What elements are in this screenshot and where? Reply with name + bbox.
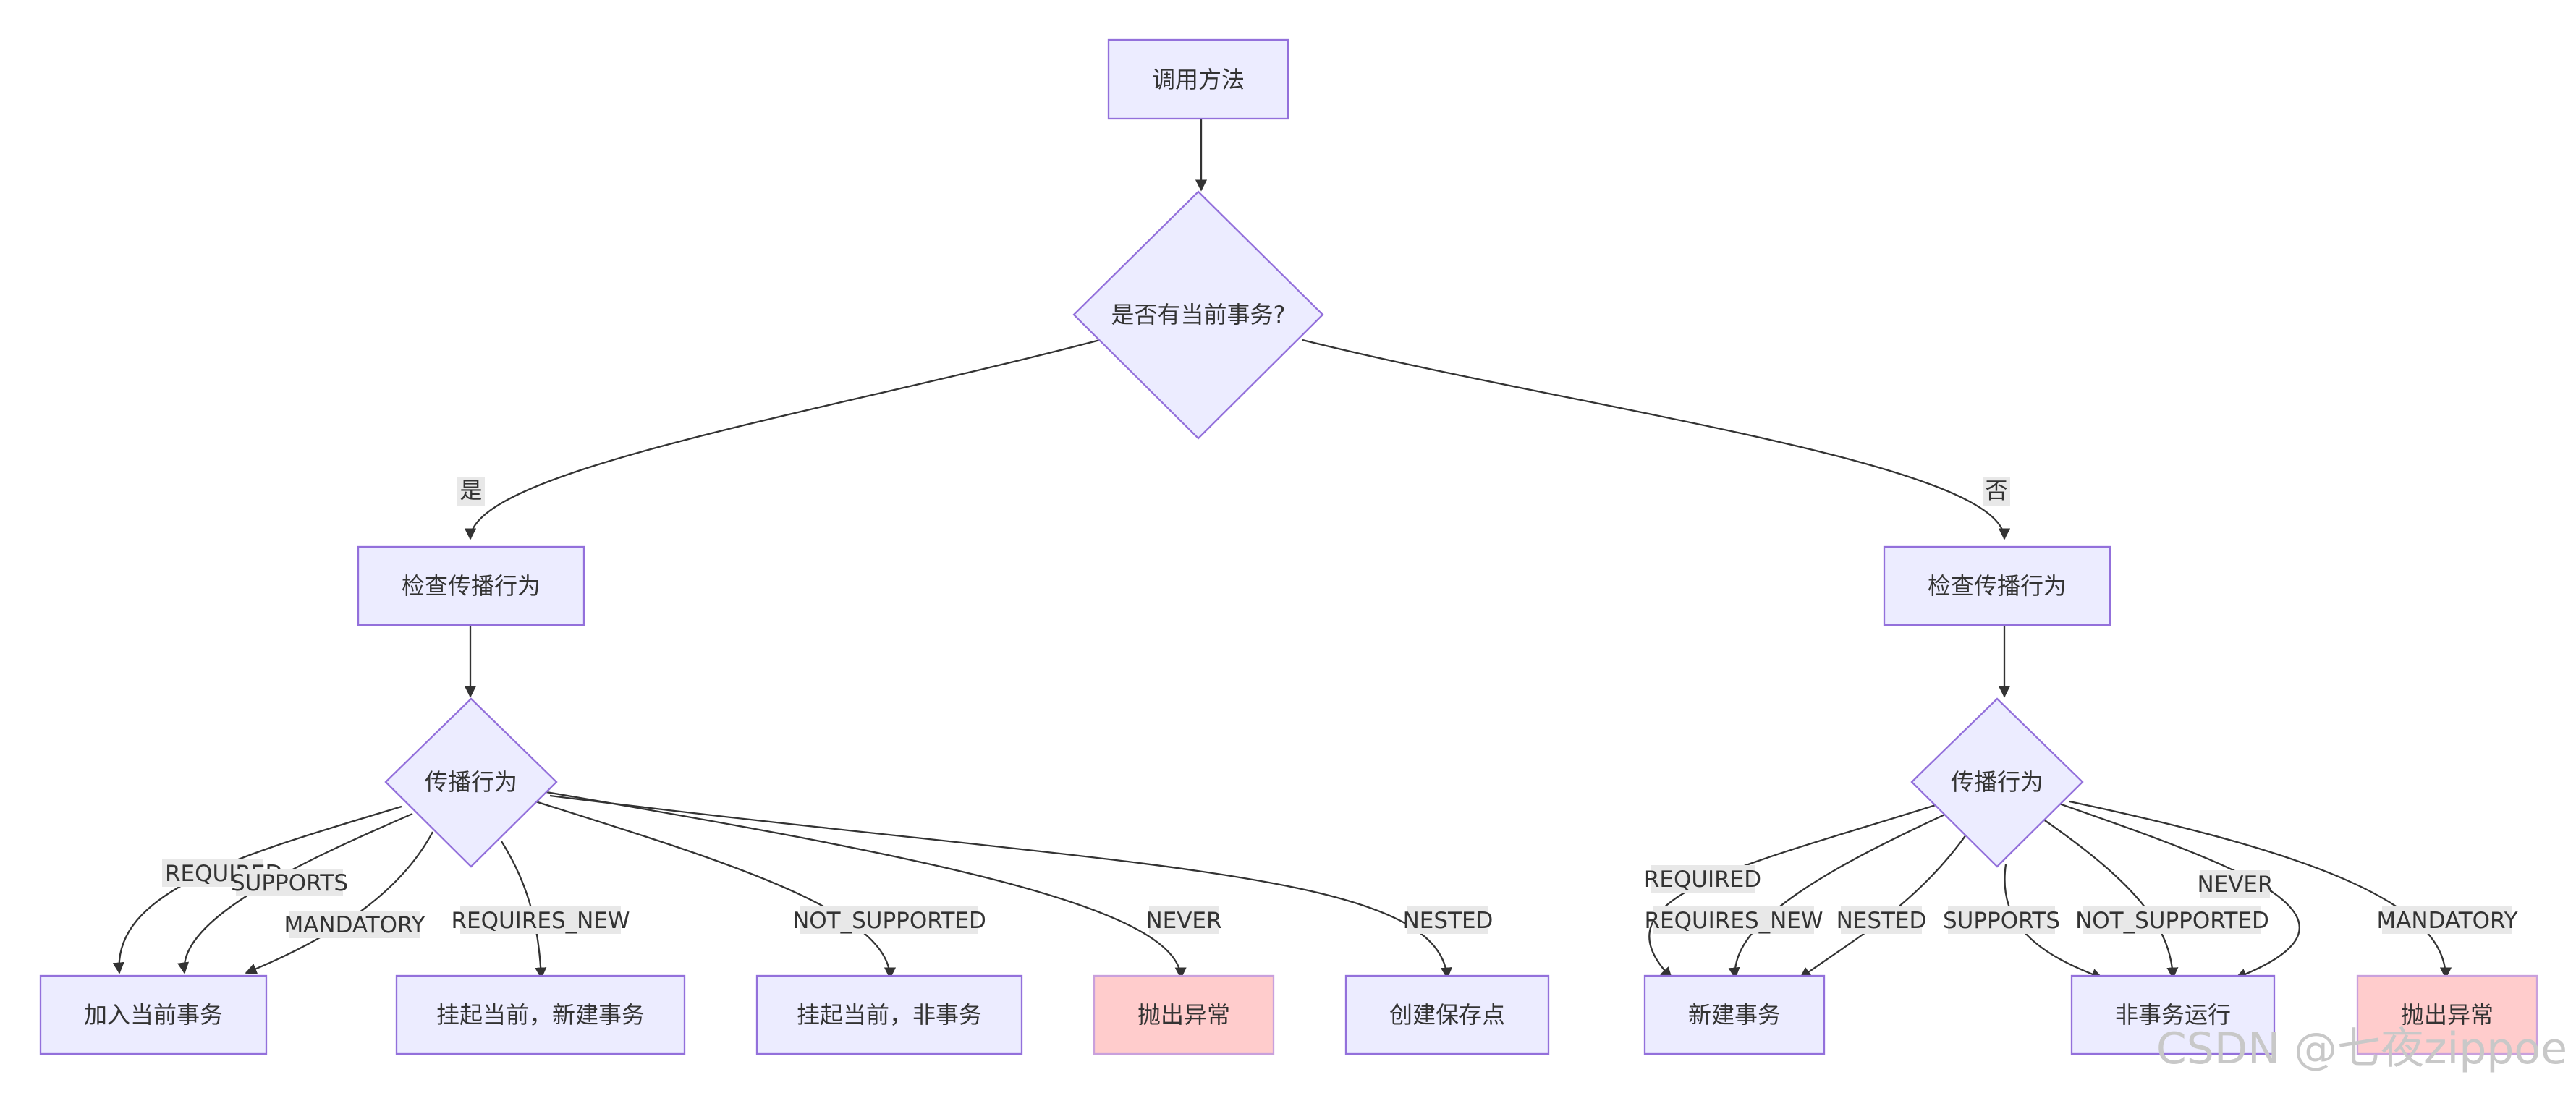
node-check-right: 检查传播行为 [1883,545,2111,626]
edge-l-nested [549,794,1453,979]
edge-label-l-mandatory: MANDATORY [284,911,425,938]
svg-text:REQUIRED: REQUIRED [1644,867,1761,893]
svg-text:是: 是 [460,478,483,504]
edge-r-mandatory [2069,800,2452,979]
edge-label-l-requires-new: REQUIRES_NEW [451,906,630,934]
node-non-tx-label: 非事务运行 [2115,1001,2231,1029]
edge-has-tx-no [1302,339,2010,540]
svg-text:NEVER: NEVER [1145,908,1221,934]
node-throw-right: 抛出异常 [2356,974,2538,1055]
node-non-tx: 非事务运行 [2070,974,2276,1055]
node-prop-right-label: 传播行为 [1951,768,2043,796]
edge-r-requires-new [1728,812,1949,979]
node-suspend-new: 挂起当前，新建事务 [395,974,686,1055]
edge-r-supports [2004,864,2103,980]
node-has-current-tx-label: 是否有当前事务? [1111,301,1286,328]
edge-label-r-requires-new: REQUIRES_NEW [1644,906,1823,934]
svg-text:MANDATORY: MANDATORY [2376,908,2517,934]
edge-label-r-not-supported: NOT_SUPPORTED [2075,906,2269,934]
node-prop-left-label: 传播行为 [425,768,517,796]
node-prop-left: 传播行为 [384,697,558,868]
node-throw-right-label: 抛出异常 [2401,1001,2494,1029]
edge-label-r-mandatory: MANDATORY [2376,906,2518,934]
svg-text:REQUIRES_NEW: REQUIRES_NEW [1644,908,1823,934]
node-new-tx: 新建事务 [1643,974,1826,1055]
node-call-method: 调用方法 [1107,38,1289,120]
edge-label-r-supports: SUPPORTS [1943,906,2060,934]
node-suspend-non: 挂起当前，非事务 [755,974,1023,1055]
edge-label-r-never: NEVER [2197,870,2274,898]
edge-l-mandatory [245,831,434,974]
node-join-current-label: 加入当前事务 [84,1001,223,1029]
node-join-current: 加入当前事务 [39,974,268,1055]
edge-label-r-nested: NESTED [1836,906,1927,934]
edge-label-yes: 是 [457,477,485,506]
svg-text:NEVER: NEVER [2197,872,2273,898]
edge-label-r-required: REQUIRED [1644,865,1761,893]
watermark: CSDN @七夜zippoe [2156,1024,2567,1074]
svg-text:NOT_SUPPORTED: NOT_SUPPORTED [792,908,986,934]
svg-text:SUPPORTS: SUPPORTS [1943,908,2060,934]
edge-has-tx-yes [465,339,1101,540]
node-suspend-non-label: 挂起当前，非事务 [797,1001,982,1029]
node-has-current-tx: 是否有当前事务? [1072,190,1324,440]
edge-l-never [546,791,1187,979]
nodes: 调用方法 是否有当前事务? 检查传播行为 检查传播行为 传播行为 传播行为 加入… [39,38,2538,1055]
edge-labels: 是 否 REQUIRED SUPPORTS MANDATORY REQUIRES… [162,477,2518,938]
node-call-method-label: 调用方法 [1152,66,1245,93]
svg-text:SUPPORTS: SUPPORTS [231,870,348,896]
node-suspend-new-label: 挂起当前，新建事务 [436,1001,645,1029]
edge-r-never [2056,801,2301,980]
edge-label-l-supports: SUPPORTS [231,869,348,896]
svg-text:REQUIRES_NEW: REQUIRES_NEW [451,908,630,934]
svg-text:NOT_SUPPORTED: NOT_SUPPORTED [2075,908,2269,934]
edge-r-nested [1799,831,1969,979]
edge-label-l-not-supported: NOT_SUPPORTED [792,906,986,934]
edge-r-not-supported [2040,817,2179,979]
node-check-right-label: 检查传播行为 [1928,572,2067,600]
edge-label-l-nested: NESTED [1403,906,1494,934]
node-check-left-label: 检查传播行为 [402,572,541,600]
node-check-left: 检查传播行为 [357,545,585,626]
edge-label-no: 否 [1983,477,2010,506]
node-savepoint: 创建保存点 [1344,974,1550,1055]
svg-text:否: 否 [1986,478,2008,504]
node-prop-right: 传播行为 [1910,697,2084,868]
edge-l-not-supported [535,800,897,979]
edge-label-l-never: NEVER [1145,906,1222,934]
node-savepoint-label: 创建保存点 [1389,1001,1505,1029]
svg-text:MANDATORY: MANDATORY [284,912,425,938]
svg-text:NESTED: NESTED [1403,908,1494,934]
node-throw-left: 抛出异常 [1093,974,1275,1055]
node-throw-left-label: 抛出异常 [1137,1001,1230,1029]
node-new-tx-label: 新建事务 [1688,1001,1781,1029]
svg-text:NESTED: NESTED [1836,908,1927,934]
